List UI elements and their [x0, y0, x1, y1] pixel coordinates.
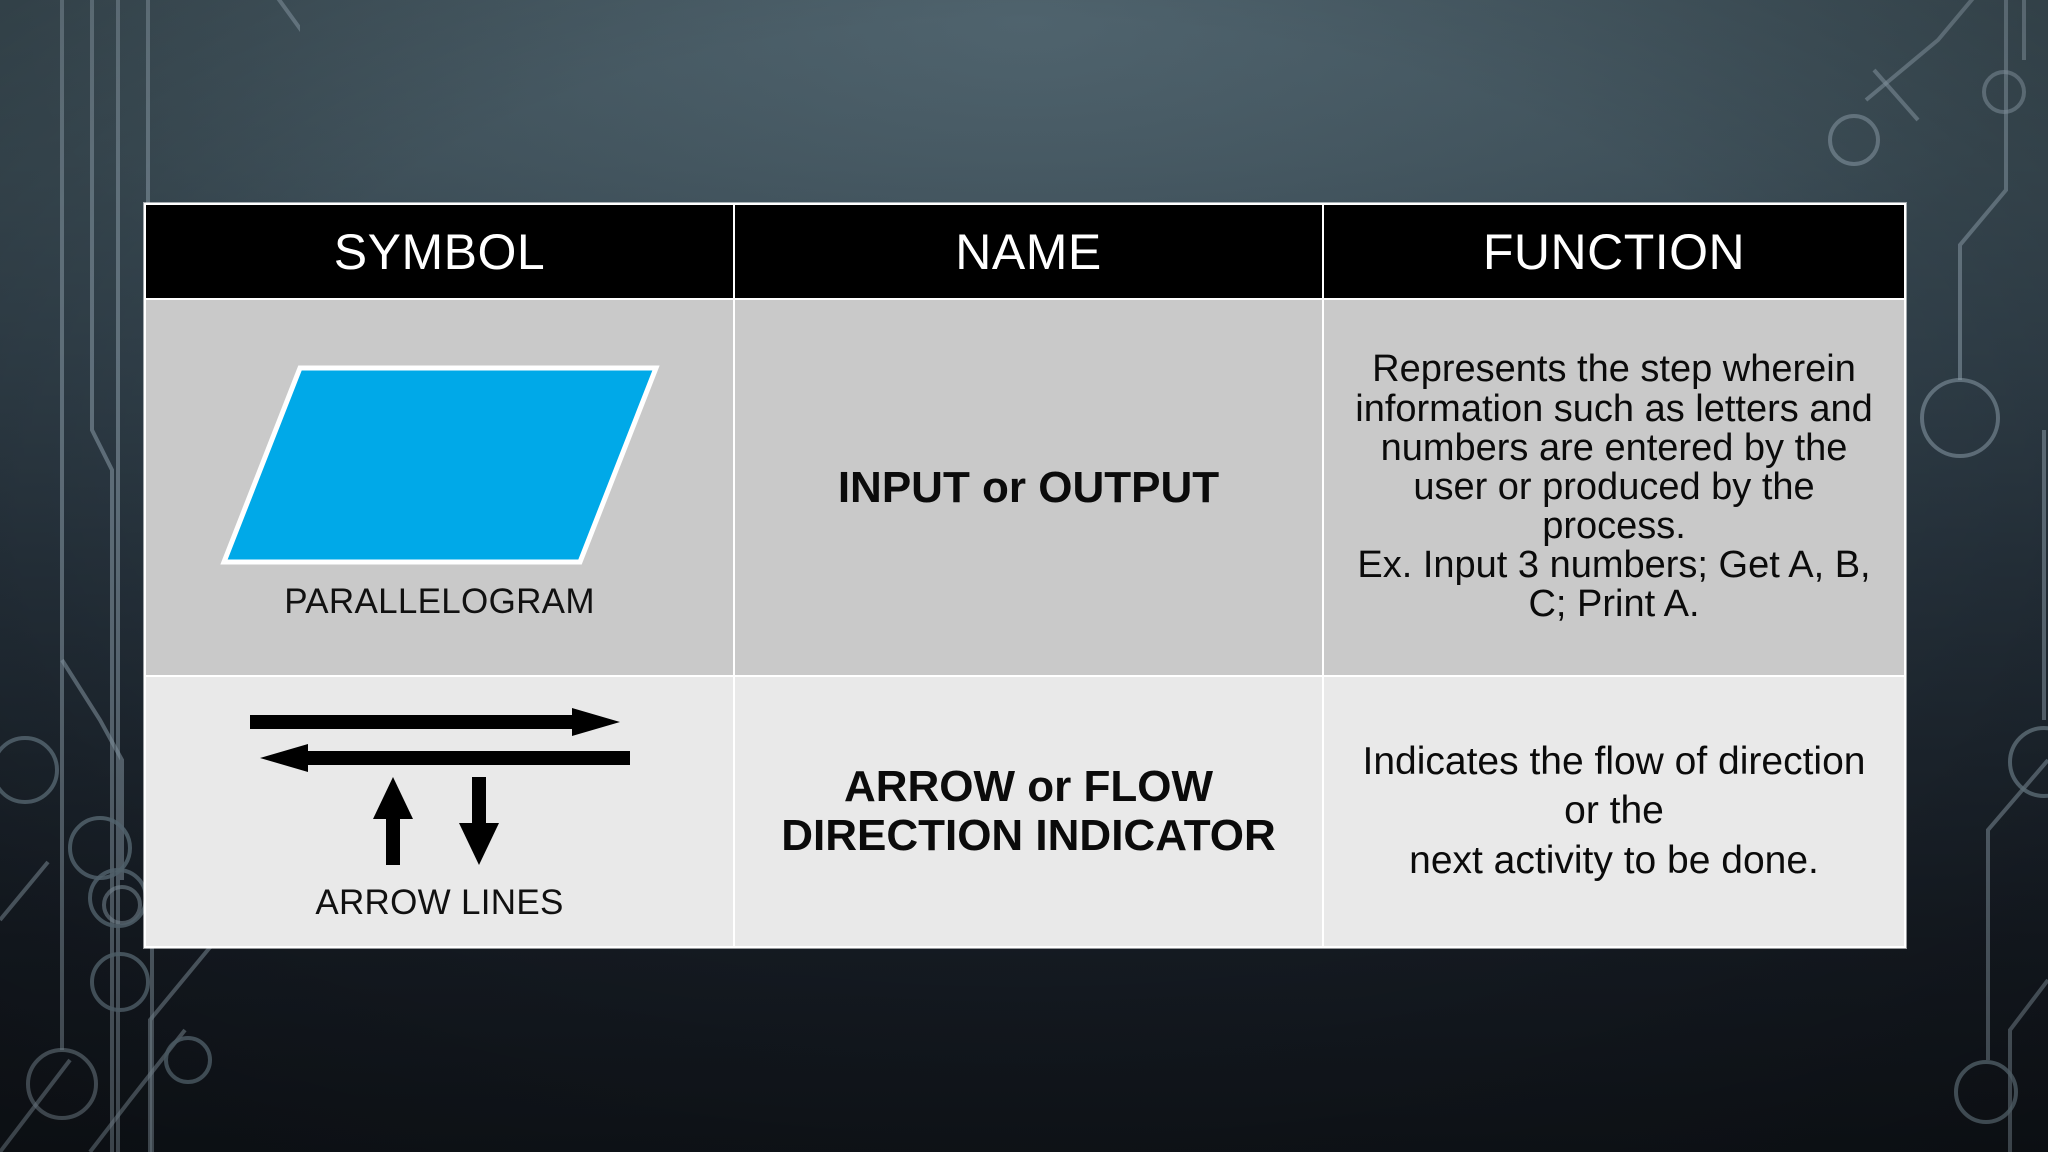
- table-body: PARALLELOGRAM INPUT or OUTPUT Represents…: [144, 298, 1906, 949]
- function-text: Indicates the flow of direction or the n…: [1362, 739, 1866, 883]
- arrow-left-icon: [259, 743, 630, 772]
- name-cell-arrow: ARROW or FLOW DIRECTION INDICATOR: [733, 674, 1324, 949]
- table-header: SYMBOL NAME FUNCTION: [144, 203, 1906, 300]
- table-row: PARALLELOGRAM INPUT or OUTPUT Represents…: [144, 298, 1906, 677]
- function-text: Represents the step wherein information …: [1355, 348, 1873, 626]
- table-row: ARROW LINES ARROW or FLOW DIRECTION INDI…: [144, 674, 1906, 949]
- header-row: SYMBOL NAME FUNCTION: [144, 203, 1906, 300]
- flowchart-symbol-table: SYMBOL NAME FUNCTION PARALLELOGRAM INPUT: [144, 203, 1906, 949]
- name-text: ARROW or FLOW DIRECTION INDICATOR: [781, 762, 1276, 861]
- parallelogram-icon: [219, 365, 660, 565]
- name-text: INPUT or OUTPUT: [837, 462, 1220, 512]
- arrow-up-icon: [372, 776, 413, 865]
- column-header-function: FUNCTION: [1322, 203, 1906, 300]
- name-cell-input-output: INPUT or OUTPUT: [733, 298, 1324, 677]
- function-cell-arrow: Indicates the flow of direction or the n…: [1322, 674, 1906, 949]
- symbol-cell-parallelogram: PARALLELOGRAM: [144, 298, 735, 677]
- function-cell-input-output: Represents the step wherein information …: [1322, 298, 1906, 677]
- symbol-cell-arrow-lines: ARROW LINES: [144, 674, 735, 949]
- symbol-caption: PARALLELOGRAM: [284, 581, 595, 621]
- arrow-lines-icon: [249, 707, 630, 865]
- arrow-right-icon: [249, 707, 620, 736]
- arrow-down-icon: [458, 776, 499, 865]
- column-header-symbol: SYMBOL: [144, 203, 735, 300]
- symbol-caption: ARROW LINES: [315, 882, 564, 922]
- column-header-name: NAME: [733, 203, 1324, 300]
